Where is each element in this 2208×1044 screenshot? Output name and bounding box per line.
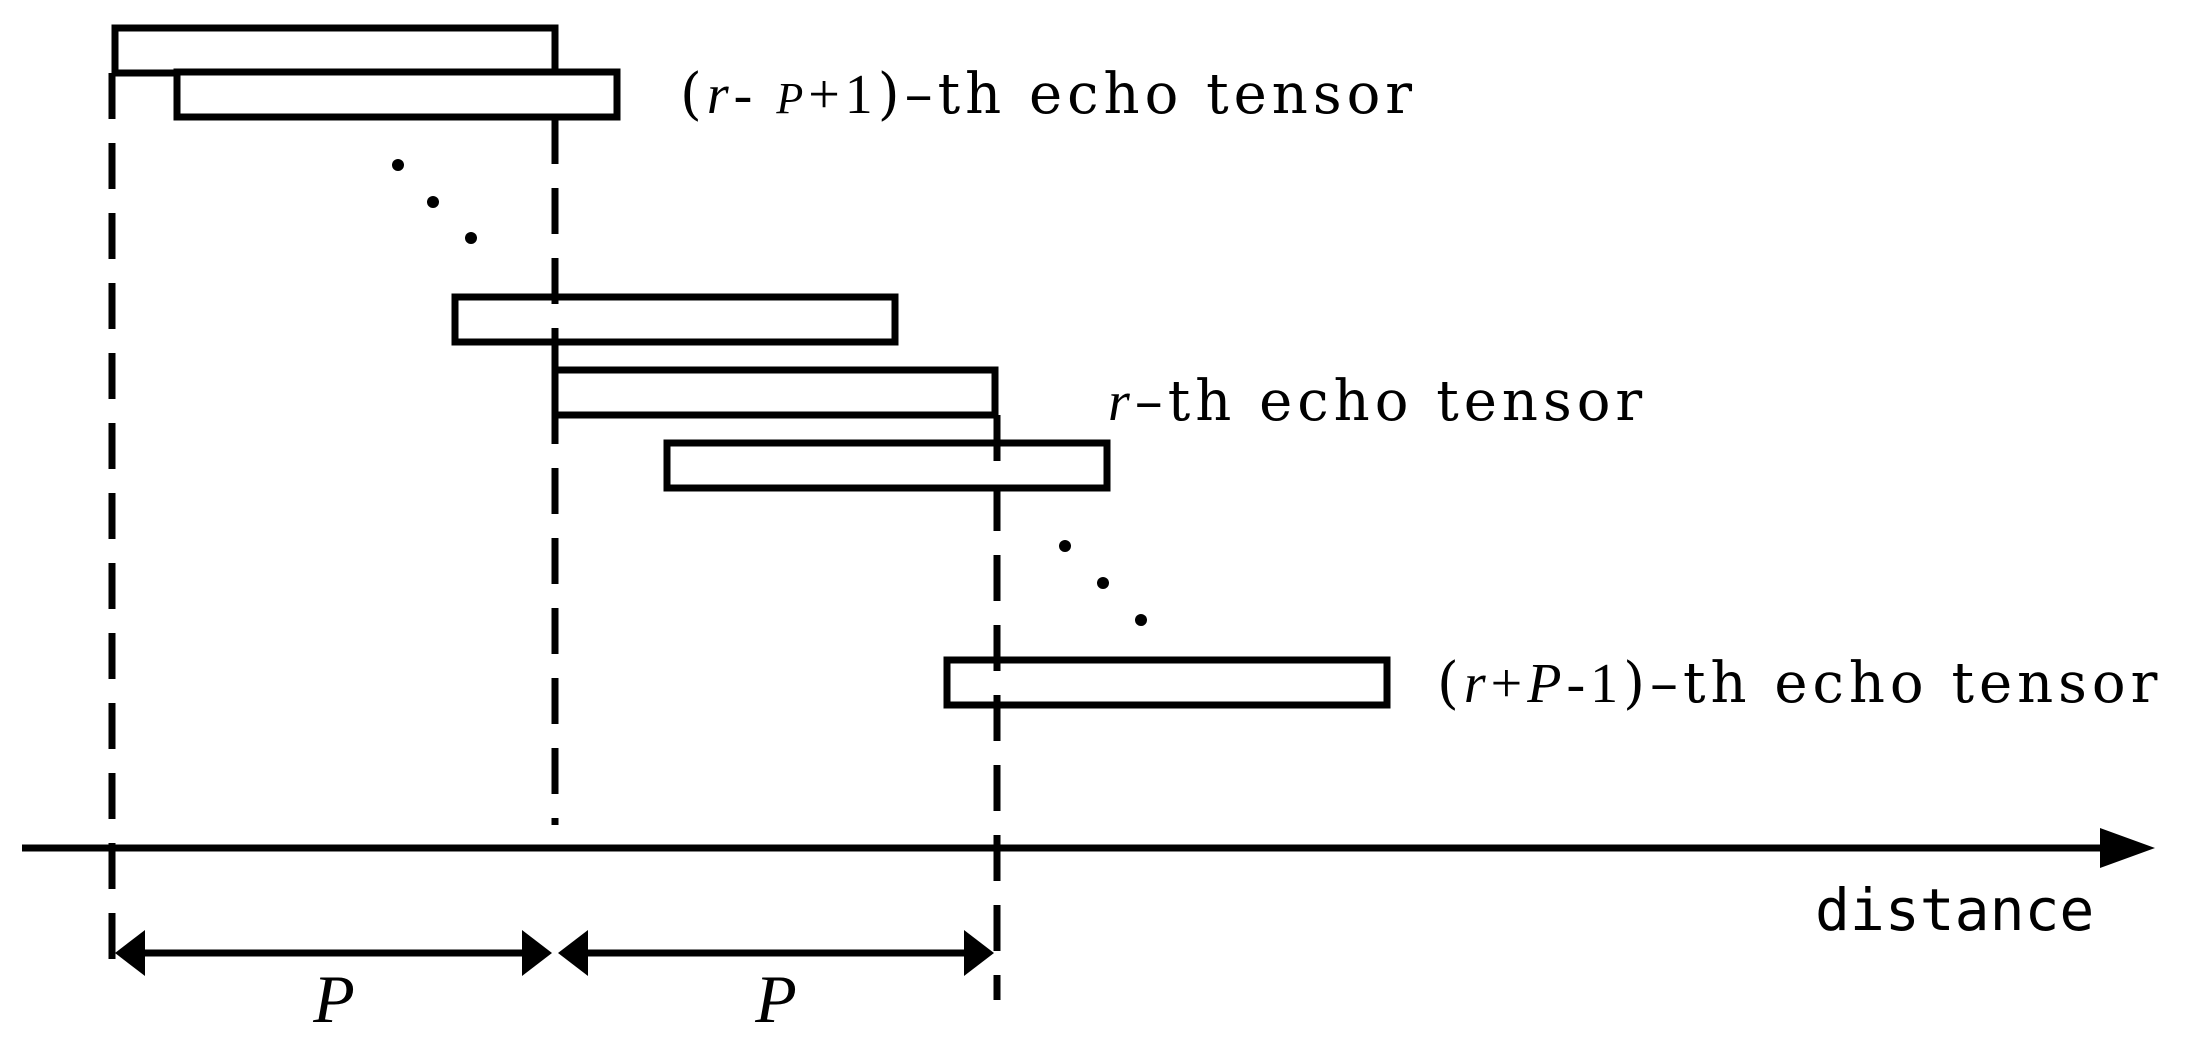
dot (427, 196, 439, 208)
dot (1135, 614, 1147, 626)
span-arrow-2 (558, 930, 994, 976)
dot (1059, 540, 1071, 552)
tensor-box-6 (943, 656, 1391, 709)
tensor-box-2 (173, 68, 621, 121)
axis-label-distance: distance (1815, 876, 2094, 944)
distance-axis-arrowhead (2100, 828, 2155, 868)
span-label-1: P (312, 961, 355, 1037)
dot (392, 159, 404, 171)
dashed-guides (108, 73, 1001, 1000)
tensor-boxes (111, 24, 1391, 709)
dot (465, 232, 477, 244)
ellipsis-dots-lower (1059, 540, 1147, 626)
label-first-tensor: (r- P+1)–th echo tensor (680, 62, 1417, 127)
dot (1097, 577, 1109, 589)
label-last-tensor: (r+P-1)–th echo tensor (1437, 651, 2162, 716)
label-middle-tensor: r–th echo tensor (1108, 369, 1647, 434)
tensor-box-5 (663, 439, 1111, 492)
span-label-2: P (754, 961, 797, 1037)
tensor-box-3 (451, 293, 899, 346)
tensor-box-1 (111, 24, 559, 77)
tensor-box-4 (551, 366, 999, 419)
ellipsis-dots-upper (392, 159, 477, 244)
span-arrow-1 (115, 930, 552, 976)
